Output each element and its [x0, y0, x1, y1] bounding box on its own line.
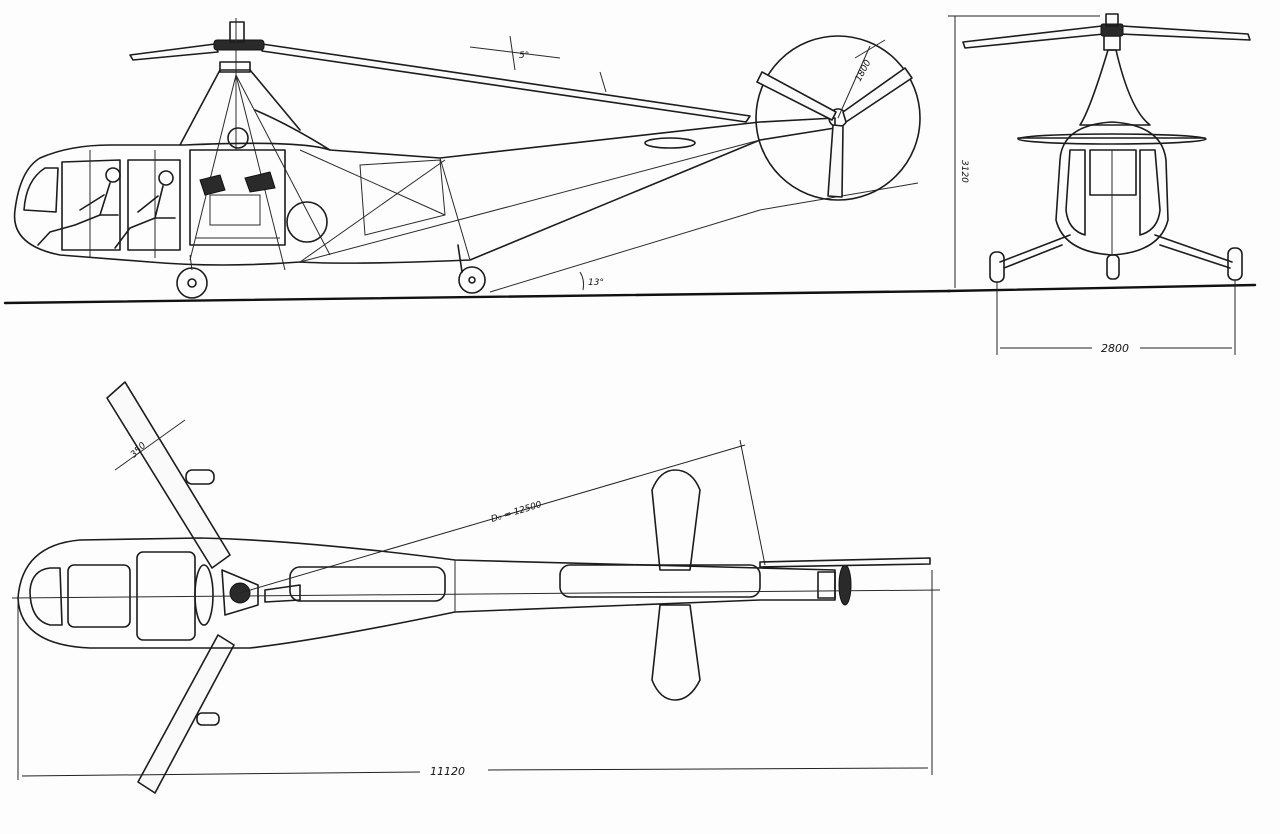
ground-angle-label: 13°	[588, 278, 604, 288]
top-outrigger-lower	[196, 712, 220, 726]
top-window-1	[67, 564, 131, 628]
top-view: 350 D₀ = 12500 11120	[11, 381, 941, 794]
tail-wheel	[457, 244, 486, 294]
overall-length-label: 11120	[430, 765, 465, 778]
track-width-label: 2800	[1101, 342, 1129, 355]
length-dimension-line-right	[487, 767, 929, 771]
pilot-figure	[37, 167, 121, 246]
nose-window	[23, 167, 59, 213]
top-rotor-blade-lower	[137, 634, 235, 794]
top-tail-rotor-hub	[838, 564, 852, 606]
rotor-diameter-dimension-line	[239, 444, 746, 594]
blade-chord-dimension	[114, 419, 186, 471]
pylon-rear-fairing	[254, 109, 331, 151]
ground-angle-arc	[579, 271, 585, 291]
front-nose-wheel	[1106, 254, 1120, 280]
main-rotor-blade-left	[129, 43, 219, 61]
front-gear-strut-left-2	[1003, 244, 1063, 269]
front-gear-strut-right-2	[1159, 244, 1231, 269]
ground-angle-line	[489, 209, 761, 293]
engine	[189, 127, 286, 246]
front-window-right	[1139, 149, 1161, 236]
front-windscreen	[1089, 149, 1137, 196]
length-dimension-line-left	[21, 771, 421, 777]
top-centerline	[11, 589, 941, 599]
top-nose-window	[29, 567, 63, 626]
front-window-left	[1065, 149, 1086, 236]
top-stabilizer-lower	[651, 604, 701, 701]
cabin-window-rear	[127, 159, 181, 251]
main-rotor-blade-right	[261, 43, 751, 123]
rotor-tilt-angle-label: 5°	[519, 51, 529, 61]
rotor-plane-reference	[469, 46, 561, 59]
tail-boom-joint	[439, 157, 471, 261]
cooling-fan	[286, 201, 328, 243]
front-ground-line	[946, 283, 1257, 293]
main-wheel	[176, 254, 208, 299]
side-view: 5°	[3, 18, 952, 305]
passenger-figure	[114, 170, 176, 249]
front-fuselage	[1055, 121, 1169, 256]
rotor-tilt-tick	[599, 71, 607, 93]
top-rotor-blade-rear-stub	[264, 584, 301, 603]
front-gear-strut-left	[999, 234, 1071, 263]
front-stabilizer-outline	[1017, 133, 1207, 145]
rotor-pylon-fairing	[179, 69, 301, 146]
rotor-head	[213, 39, 265, 51]
front-swashplate	[1103, 35, 1121, 51]
tail-rotor-diameter-label: 1800	[854, 58, 874, 83]
top-stabilizer-upper	[651, 469, 701, 571]
pylon-strut-2	[235, 74, 331, 256]
rotor-diameter-label: D₀ = 12500	[490, 500, 543, 525]
front-view: 3120 2800	[946, 13, 1257, 355]
front-rotor-hub	[1105, 13, 1119, 27]
top-outrigger-upper	[185, 469, 215, 485]
tail-rotor	[755, 35, 921, 201]
fuselage-panel	[359, 159, 446, 236]
top-tail-rotor-gearbox	[817, 571, 836, 599]
top-rotor-blade-upper	[106, 381, 231, 569]
cabin-window-front	[61, 159, 121, 251]
swashplate	[219, 61, 251, 73]
front-wheel-right	[1227, 247, 1243, 281]
rotor-hub-top	[229, 21, 245, 43]
fuselage-side	[13, 117, 836, 266]
rotor-diameter-arc-end	[739, 439, 766, 566]
front-wheel-left	[989, 251, 1005, 283]
fuselage-brace-2	[299, 159, 446, 263]
fuselage-brace-1	[299, 149, 446, 216]
tail-boom-lower	[299, 139, 761, 263]
pylon-strut-1	[189, 74, 237, 261]
front-gear-strut-right	[1154, 234, 1233, 263]
top-tail-rotor-blade	[759, 557, 931, 568]
front-rotor-blade-right	[1119, 25, 1251, 41]
top-hub-fairing	[221, 569, 259, 616]
front-pylon	[1079, 49, 1151, 126]
height-label: 3120	[959, 160, 969, 183]
front-rotor-blade-left	[962, 25, 1105, 49]
top-engine-fairing	[289, 566, 446, 602]
rotor-tilt-angle-arc	[509, 35, 516, 71]
ground-line	[3, 289, 952, 305]
top-window-3	[194, 564, 214, 626]
tail-stabilizer-side	[644, 137, 696, 149]
fuselage-top	[17, 537, 836, 649]
